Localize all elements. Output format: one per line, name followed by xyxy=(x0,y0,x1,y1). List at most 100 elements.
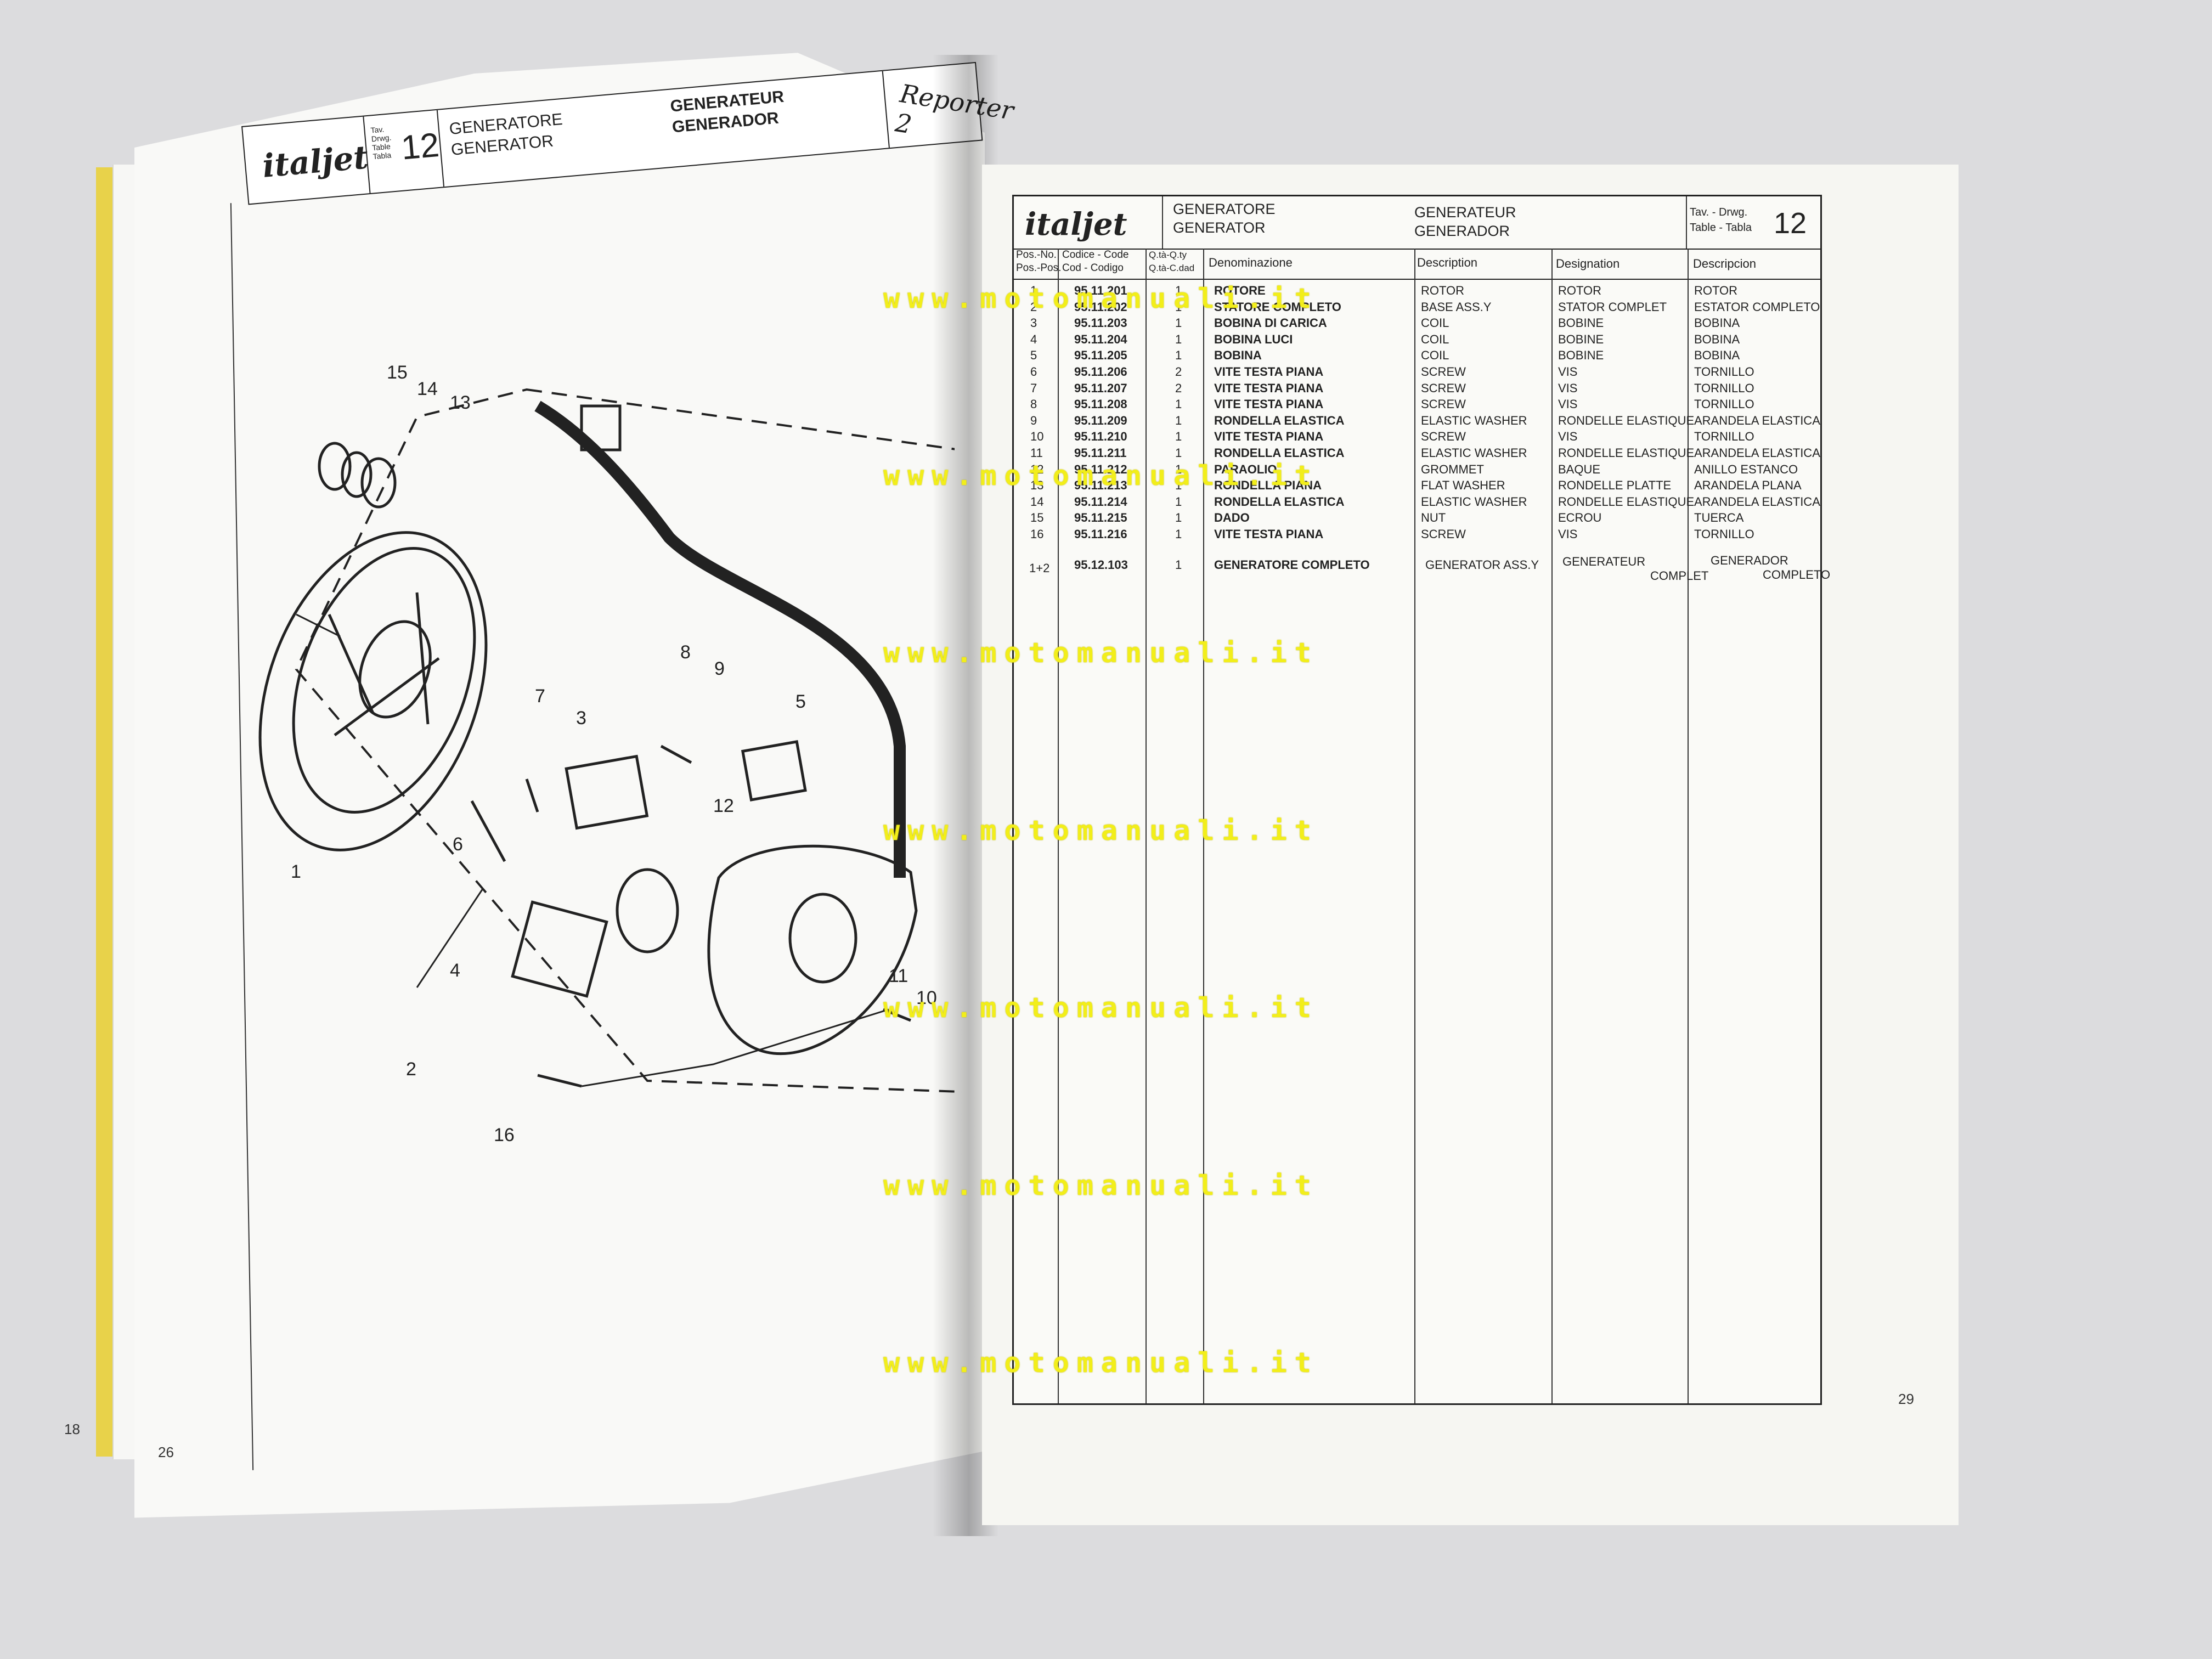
cell-es: TORNILLO xyxy=(1694,365,1754,379)
cell-it: VITE TESTA PIANA xyxy=(1214,397,1324,411)
coil-3 xyxy=(565,754,649,830)
watermark: www.motomanuali.it xyxy=(883,992,1319,1024)
cell-fr: ROTOR xyxy=(1558,284,1602,297)
cell-en: SCREW xyxy=(1421,527,1466,541)
callout-5: 5 xyxy=(795,691,806,712)
left-page xyxy=(134,53,985,1518)
watermark: www.motomanuali.it xyxy=(883,815,1319,847)
right-header-title-es: GENERADOR xyxy=(1414,223,1510,239)
cell-pos: 1 xyxy=(1030,284,1037,297)
cell-fr: BAQUE xyxy=(1558,462,1601,476)
cell-it: DADO xyxy=(1214,511,1250,525)
cell-fr: RONDELLE ELASTIQUE xyxy=(1558,413,1695,427)
col-line xyxy=(1146,249,1147,1403)
assembly-fr-1: GENERATEUR xyxy=(1562,555,1646,568)
cell-fr: VIS xyxy=(1558,365,1578,379)
col-line xyxy=(1203,249,1204,1403)
cell-es: ANILLO ESTANCO xyxy=(1694,462,1798,476)
cell-fr: ECROU xyxy=(1558,511,1602,525)
cell-es: TUERCA xyxy=(1694,511,1744,525)
callout-2: 2 xyxy=(406,1059,416,1080)
cell-es: TORNILLO xyxy=(1694,430,1754,444)
cell-code: 95.11.204 xyxy=(1074,332,1127,346)
cell-es: TORNILLO xyxy=(1694,397,1754,411)
cell-code: 95.11.201 xyxy=(1074,284,1127,297)
cell-en: SCREW xyxy=(1421,365,1466,379)
right-header-table-number: 12 xyxy=(1774,207,1807,240)
cell-it: BOBINA LUCI xyxy=(1214,332,1293,346)
cell-code: 95.11.209 xyxy=(1074,413,1127,427)
watermark: www.motomanuali.it xyxy=(883,460,1319,492)
cell-code: 95.11.203 xyxy=(1074,316,1127,330)
callout-14: 14 xyxy=(417,379,438,399)
callout-3: 3 xyxy=(576,708,586,729)
cell-pos: 7 xyxy=(1030,381,1037,395)
oil-seal-12 xyxy=(616,868,679,953)
col-denominazione-header: Denominazione xyxy=(1209,256,1293,269)
coil-5 xyxy=(741,740,807,802)
right-header-table-label-1: Tav. - Drwg. xyxy=(1690,206,1748,218)
watermark: www.motomanuali.it xyxy=(883,1170,1319,1201)
cell-fr: VIS xyxy=(1558,381,1578,395)
cell-pos: 13 xyxy=(1030,478,1044,493)
col-descripcion-header: Descripcion xyxy=(1693,257,1756,270)
cell-en: ELASTIC WASHER xyxy=(1421,446,1527,460)
cell-it: STATORE COMPLETO xyxy=(1214,300,1341,314)
cell-es: BOBINA xyxy=(1694,316,1740,330)
cell-en: ROTOR xyxy=(1421,284,1465,297)
cell-qty: 1 xyxy=(1175,413,1182,427)
col-pos-header: Pos.-No.Pos.-Pos. xyxy=(1016,249,1062,274)
cell-es: ARANDELA ELASTICA xyxy=(1694,413,1820,427)
assembly-es-2: COMPLETO xyxy=(1763,568,1831,582)
cell-en: NUT xyxy=(1421,511,1446,525)
left-header-table-number: 12 xyxy=(399,126,441,167)
cell-en: COIL xyxy=(1421,316,1449,330)
cell-qty: 1 xyxy=(1175,462,1182,476)
cell-it: BOBINA DI CARICA xyxy=(1214,316,1327,330)
cell-en: SCREW xyxy=(1421,381,1466,395)
right-header-table-label-2: Table - Tabla xyxy=(1690,222,1752,234)
cell-qty: 1 xyxy=(1175,430,1182,444)
cell-pos: 6 xyxy=(1030,365,1037,379)
cell-pos: 3 xyxy=(1030,316,1037,330)
parts-table-frame: italjet GENERATORE GENERATOR GENERATEUR … xyxy=(1012,195,1830,1405)
parts-table-header: italjet GENERATORE GENERATOR GENERATEUR … xyxy=(1014,196,1820,250)
cell-it: RONDELLA ELASTICA xyxy=(1214,494,1345,509)
cell-pos: 5 xyxy=(1030,348,1037,363)
cell-fr: RONDELLE ELASTIQUE xyxy=(1558,494,1695,509)
assembly-code: 95.12.103 xyxy=(1074,558,1128,572)
cell-it: VITE TESTA PIANA xyxy=(1214,365,1324,379)
rotor-ribs xyxy=(328,592,440,737)
cell-fr: VIS xyxy=(1558,397,1578,411)
cell-fr: VIS xyxy=(1558,527,1578,541)
cell-fr: VIS xyxy=(1558,430,1578,444)
cell-en: FLAT WASHER xyxy=(1421,478,1505,493)
cell-code: 95.11.205 xyxy=(1074,348,1127,363)
callout-4: 4 xyxy=(450,960,460,981)
cell-code: 95.11.211 xyxy=(1074,446,1127,460)
cell-it: RONDELLA ELASTICA xyxy=(1214,446,1345,460)
assembly-pos: 1+2 xyxy=(1029,561,1050,575)
callout-1: 1 xyxy=(291,861,301,882)
rotor-outer xyxy=(258,531,488,851)
cell-it: VITE TESTA PIANA xyxy=(1214,430,1324,444)
cell-code: 95.11.208 xyxy=(1074,397,1127,411)
cell-pos: 12 xyxy=(1030,462,1044,476)
cell-en: COIL xyxy=(1421,348,1449,363)
cell-qty: 2 xyxy=(1175,381,1182,395)
assembly-es-1: GENERADOR xyxy=(1711,554,1788,567)
cell-pos: 14 xyxy=(1030,494,1044,509)
col-line xyxy=(1058,249,1059,1403)
cell-code: 95.11.206 xyxy=(1074,365,1127,379)
